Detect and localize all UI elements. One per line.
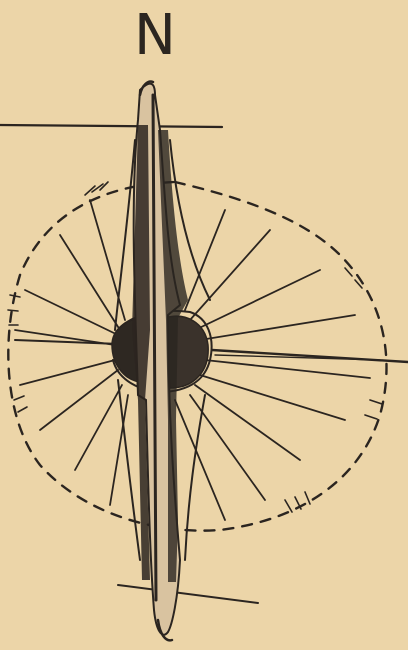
bottom-horizon-line: [118, 585, 258, 603]
top-horizon-line: [0, 125, 222, 127]
